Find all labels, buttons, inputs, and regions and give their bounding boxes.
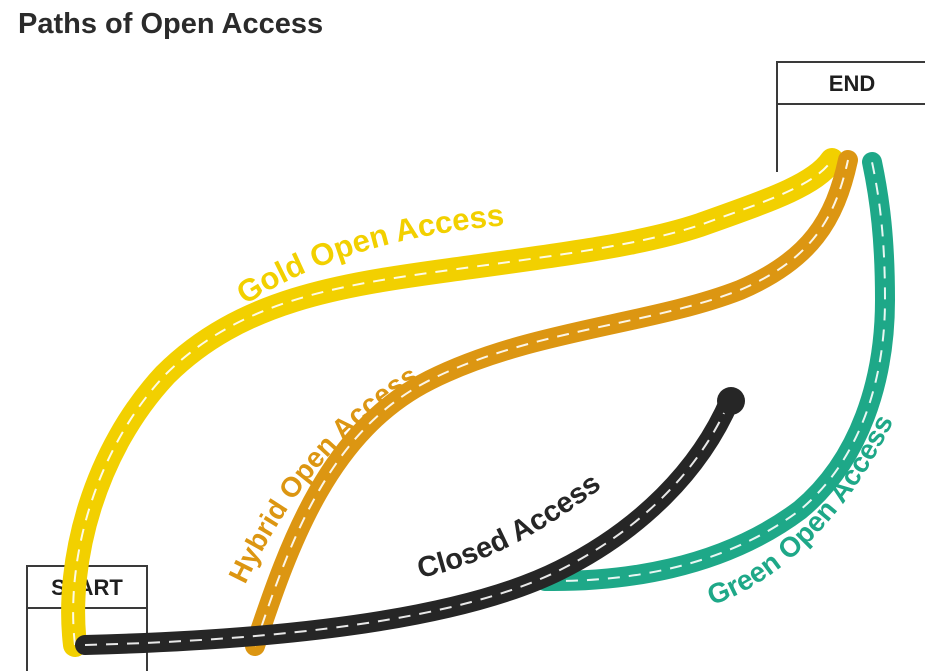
end-box: END (776, 61, 925, 172)
hybrid-open-access-road (245, 150, 858, 656)
closed-access-dead-end (717, 387, 745, 415)
start-box: START (26, 565, 148, 671)
closed-access-road (75, 387, 745, 655)
page-title: Paths of Open Access (18, 8, 324, 40)
green-open-access-road (535, 152, 896, 592)
end-label: END (829, 71, 875, 96)
gold-open-access-road (61, 148, 844, 657)
